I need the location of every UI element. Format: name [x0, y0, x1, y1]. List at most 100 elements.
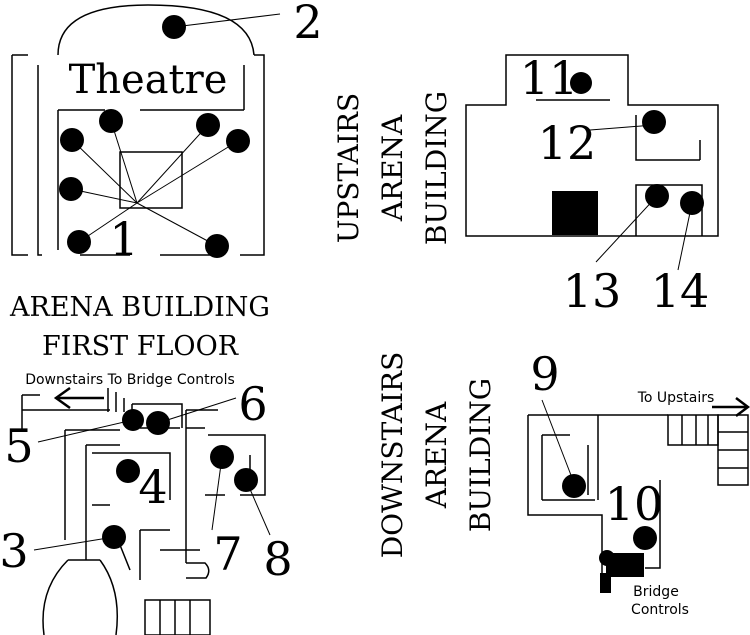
theatre-stage-wall	[57, 109, 244, 250]
downstairs-label-line3: BUILDING	[464, 378, 497, 532]
wall-segment	[139, 529, 200, 580]
first-floor-title-line2: FIRST FLOOR	[42, 331, 239, 362]
location-dot-7	[210, 445, 234, 469]
connector-line	[211, 456, 223, 531]
wall-segment	[53, 386, 71, 410]
location-dot-9	[562, 474, 586, 498]
marker-label-9: 9	[530, 347, 559, 401]
connector-line	[595, 195, 658, 263]
location-dot-1	[226, 129, 250, 153]
connector-line	[541, 399, 575, 484]
wall-segment	[132, 403, 183, 428]
theatre-lines	[70, 13, 281, 247]
wall-segment	[645, 480, 661, 569]
downstairs-label-line1: DOWNSTAIRS	[376, 352, 409, 559]
connector-line	[136, 140, 239, 204]
location-dot-1	[59, 177, 83, 201]
location-dot-14	[680, 191, 704, 215]
wall-segment	[159, 600, 191, 635]
theatre-section	[11, 4, 265, 256]
location-dot-4	[116, 459, 140, 483]
marker-label-11: 11	[520, 51, 579, 105]
theatre-dots	[59, 15, 250, 258]
first-floor-stairs-top	[107, 388, 133, 412]
theatre-dome-arc	[57, 4, 255, 56]
bridge-controls-icon	[599, 550, 644, 593]
theatre-title: Theatre	[69, 57, 228, 103]
marker-label-10: 10	[605, 477, 664, 531]
upstairs-outline	[465, 54, 719, 237]
first-floor-arrow	[53, 386, 104, 410]
wall-segment	[635, 184, 703, 236]
theatre-stage-box	[119, 151, 183, 209]
location-dot-2	[162, 15, 186, 39]
marker-label-8: 8	[263, 532, 292, 586]
first-floor-title-line1: ARENA BUILDING	[9, 292, 270, 323]
first-floor-arch	[42, 559, 119, 635]
upstairs-building	[465, 54, 719, 237]
downstairs-label-line2: ARENA	[420, 401, 453, 509]
location-dot-8	[234, 468, 258, 492]
theatre-right-wall	[240, 54, 265, 256]
location-dot-6	[146, 411, 170, 435]
first-floor-lines	[33, 397, 271, 551]
marker-label-1: 1	[109, 212, 138, 266]
location-dot-3	[102, 525, 126, 549]
connector-line	[136, 124, 209, 204]
wall-segment	[92, 452, 171, 506]
downstairs-stairs-top	[667, 414, 719, 446]
wall-segment	[735, 397, 750, 417]
wall-segment	[186, 562, 210, 579]
upstairs-label-line1: UPSTAIRS	[332, 93, 365, 243]
location-dot-1	[99, 109, 123, 133]
location-dot-1	[205, 234, 229, 258]
connector-line	[33, 536, 115, 551]
upstairs-label-line3: BUILDING	[420, 91, 453, 245]
location-dot-12	[642, 110, 666, 134]
location-dot-1	[196, 113, 220, 137]
location-dot-10	[633, 526, 657, 550]
marker-label-4: 4	[138, 460, 167, 514]
stairwell-block	[552, 191, 598, 235]
location-dot-1	[67, 230, 91, 254]
connector-line	[71, 139, 138, 204]
wall-segment	[527, 415, 603, 575]
connector-line	[37, 419, 134, 443]
wall-segment	[599, 550, 615, 566]
connector-line	[157, 397, 237, 424]
marker-label-12: 12	[538, 116, 597, 170]
downstairs-dots	[562, 474, 657, 550]
location-dot-5	[122, 409, 144, 431]
connector-line	[136, 202, 218, 247]
first-floor-walls	[21, 388, 266, 635]
connector-line	[110, 120, 138, 204]
marker-label-5: 5	[4, 419, 33, 473]
marker-label-13: 13	[563, 264, 622, 318]
wall-segment	[185, 409, 218, 563]
connector-line	[173, 13, 281, 28]
wall-segment	[718, 431, 748, 469]
theatre-inner-left-wall	[37, 65, 42, 256]
marker-label-6: 6	[238, 377, 267, 431]
wall-segment	[85, 444, 120, 560]
upstairs-dots	[570, 72, 704, 215]
downstairs-stairs-note: To Upstairs	[637, 390, 715, 406]
wall-segment	[21, 394, 40, 430]
location-dot-11	[570, 72, 592, 94]
downstairs-walls	[527, 414, 749, 575]
upstairs-label-line2: ARENA	[376, 114, 409, 222]
upstairs-lines	[589, 124, 693, 271]
bridge-controls-label-line2: Controls	[631, 602, 689, 618]
wall-segment	[635, 115, 701, 161]
location-dot-1	[60, 128, 84, 152]
marker-label-7: 7	[213, 527, 242, 581]
wall-segment	[681, 415, 709, 445]
location-dot-13	[645, 184, 669, 208]
bridge-controls-label-line1: Bridge	[633, 584, 679, 600]
marker-label-2: 2	[293, 0, 322, 49]
theatre-outer-left-wall	[11, 55, 28, 256]
marker-label-3: 3	[0, 524, 29, 578]
first-floor-dots	[102, 409, 258, 549]
